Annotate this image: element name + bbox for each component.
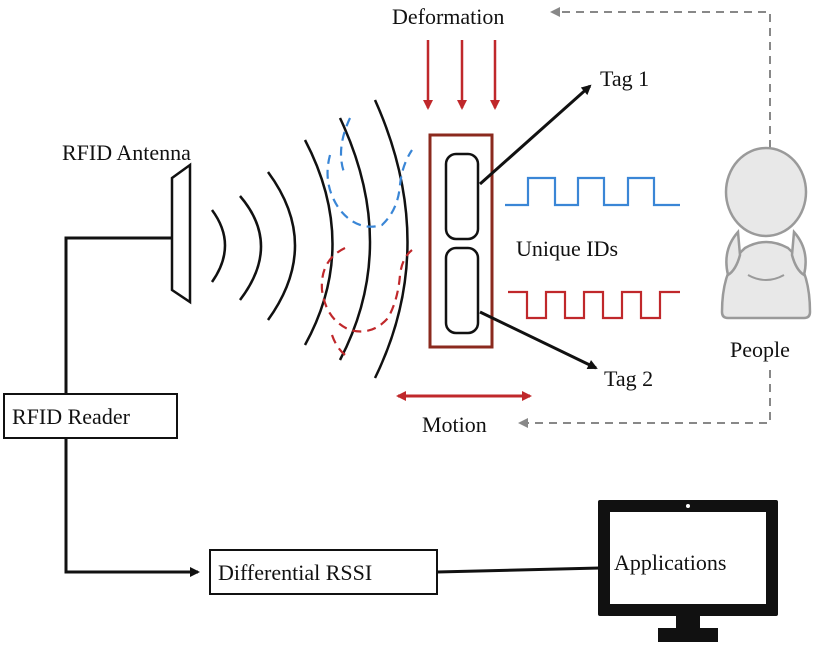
applications-label: Applications bbox=[614, 550, 726, 575]
tag2-reflection-wave bbox=[320, 247, 413, 333]
tag1-reflection-wave-upper bbox=[339, 117, 351, 176]
monitor-icon bbox=[598, 500, 778, 642]
people-label: People bbox=[730, 337, 790, 362]
tag2-label: Tag 2 bbox=[604, 366, 653, 391]
radio-waves bbox=[210, 99, 409, 379]
reader-to-rssi-arrow bbox=[64, 438, 200, 577]
tag1-chip bbox=[444, 152, 480, 241]
rfid-reader-label: RFID Reader bbox=[12, 404, 131, 429]
deformation-label: Deformation bbox=[392, 4, 504, 29]
rssi-to-applications-line bbox=[436, 566, 601, 574]
tag2-chip bbox=[444, 246, 480, 335]
tag1-label: Tag 1 bbox=[600, 66, 649, 91]
differential-rssi-label: Differential RSSI bbox=[218, 560, 372, 585]
tag2-reflection-wave-lower bbox=[330, 334, 351, 359]
differential-rssi-box bbox=[209, 549, 438, 595]
motion-label: Motion bbox=[422, 412, 487, 437]
deformation-arrows bbox=[423, 40, 500, 110]
tag1-id-signal bbox=[505, 176, 680, 207]
tag1-arrow bbox=[479, 84, 592, 186]
rfid-reader-box bbox=[3, 393, 178, 439]
person-icon bbox=[720, 146, 812, 320]
antenna-to-reader-line bbox=[64, 236, 172, 394]
rfid-antenna-label: RFID Antenna bbox=[62, 140, 191, 165]
tag1-reflection-wave bbox=[326, 149, 413, 228]
unique-ids-label: Unique IDs bbox=[516, 236, 618, 261]
tag2-id-signal bbox=[508, 290, 680, 320]
antenna-icon bbox=[170, 162, 192, 305]
tag2-arrow bbox=[479, 310, 598, 370]
people-feedback-lines bbox=[518, 7, 771, 428]
